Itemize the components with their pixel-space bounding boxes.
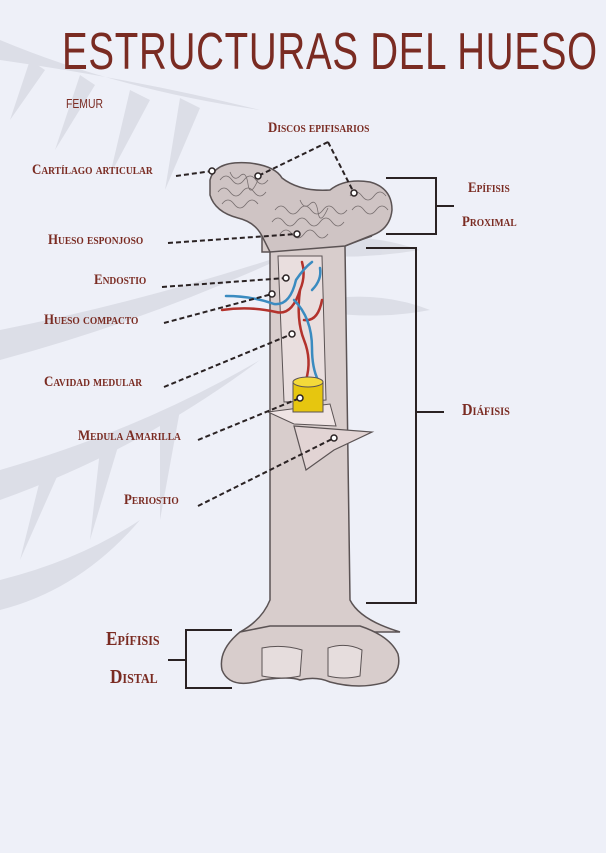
distal-epiphysis	[220, 625, 400, 687]
label-periostio: Periostio	[124, 492, 179, 508]
leader-lines	[161, 141, 355, 507]
page-subtitle: FEMUR	[66, 96, 103, 111]
label-hueso-compacto: Hueso compacto	[44, 312, 139, 328]
blood-vessels	[220, 260, 324, 382]
brackets	[168, 177, 454, 689]
spongy-bone-texture	[217, 171, 389, 239]
page-title: ESTRUCTURAS DEL HUESO	[62, 23, 598, 81]
label-cavidad-medular: Cavidad medular	[44, 374, 143, 390]
label-medula-amarilla: Medula Amarilla	[78, 428, 181, 444]
label-diafisis: Diáfisis	[462, 400, 510, 419]
label-epifisis-proximal-line2: Proximal	[462, 214, 517, 230]
label-hueso-esponjoso: Hueso esponjoso	[48, 232, 144, 248]
yellow-marrow	[292, 376, 324, 413]
label-epifisis-distal-line2: Distal	[110, 666, 158, 688]
label-epifisis-proximal-line1: Epífisis	[468, 180, 510, 196]
label-discos-epifisarios: Discos epifisarios	[268, 120, 370, 136]
label-endostio: Endostio	[94, 272, 147, 288]
leader-dots	[208, 167, 358, 442]
periosteum-flap	[293, 425, 375, 471]
condyles	[261, 644, 363, 679]
label-epifisis-distal-line1: Epífisis	[106, 628, 160, 650]
label-cartilago-articular: Cartílago articular	[32, 162, 153, 178]
